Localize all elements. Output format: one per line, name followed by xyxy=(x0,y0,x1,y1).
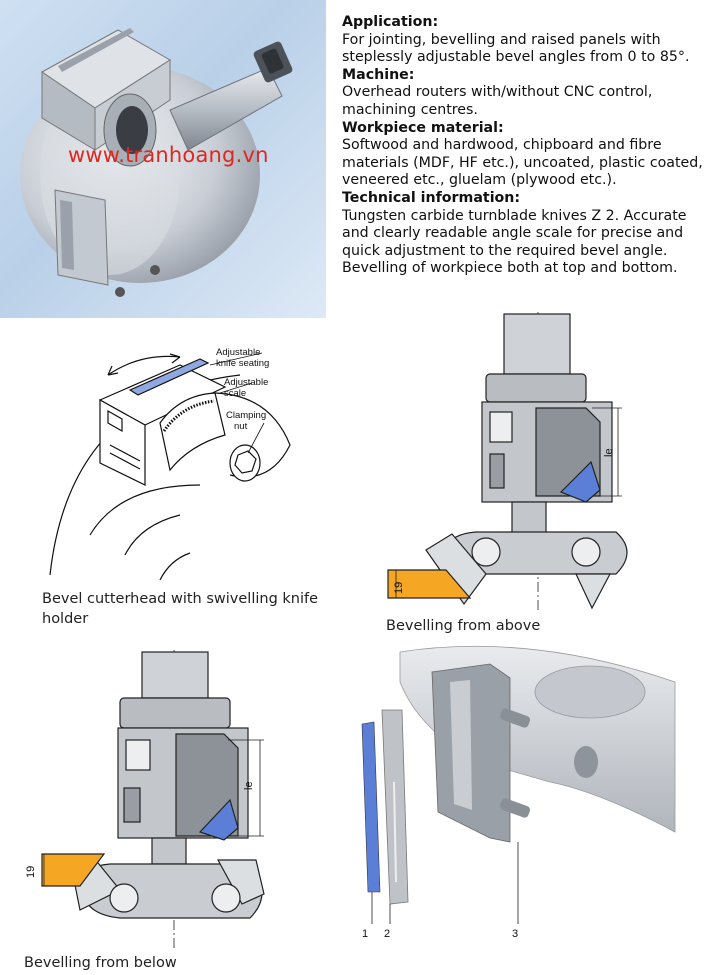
part-label-1: 1 xyxy=(362,928,368,940)
cutterhead-photo: www.tranhoang.vn xyxy=(0,0,326,318)
caption-bevelling-above: Bevelling from above xyxy=(386,618,541,634)
label-nut-1: Clamping xyxy=(226,410,266,421)
machine-text: Overhead routers with/without CNC contro… xyxy=(342,84,653,118)
dim-19-above: 19 xyxy=(393,582,405,594)
label-scale-1: Adjustable xyxy=(224,377,268,388)
label-nut-2: nut xyxy=(234,421,248,432)
bevelling-above-diagram: le 19 xyxy=(387,312,628,612)
dim-19-below: 19 xyxy=(25,866,37,878)
specification-text: Application: For jointing, bevelling and… xyxy=(342,14,708,278)
part-label-2: 2 xyxy=(384,928,390,940)
caption-swivel-holder: Bevel cutterhead with swivelling knife h… xyxy=(42,591,319,627)
application-heading: Application: xyxy=(342,14,439,30)
cutterhead-photo-drawing xyxy=(20,28,293,297)
label-scale-2: scale xyxy=(224,388,246,399)
workpiece-heading: Workpiece material: xyxy=(342,119,504,136)
swivel-holder-diagram: Adjustable knife seating Adjustable scal… xyxy=(49,347,291,581)
dim-le-below: le xyxy=(243,781,255,790)
part-label-3: 3 xyxy=(512,928,518,940)
caption-bevelling-below: Bevelling from below xyxy=(24,955,177,971)
bevelling-below-diagram: le 19 xyxy=(25,650,265,950)
technical-heading: Technical information: xyxy=(342,189,521,206)
exploded-parts-diagram: 1 2 3 xyxy=(361,645,676,940)
machine-heading: Machine: xyxy=(342,66,415,83)
label-knife-seating-1: Adjustable xyxy=(216,347,260,358)
workpiece-text: Softwood and hardwood, chipboard and fib… xyxy=(342,137,703,189)
watermark-text: www.tranhoang.vn xyxy=(68,143,269,167)
application-text: For jointing, bevelling and raised panel… xyxy=(342,31,690,66)
label-knife-seating-2: knife seating xyxy=(216,358,269,369)
dim-le-above: le xyxy=(603,448,615,457)
technical-text: Tungsten carbide turnblade knives Z 2. A… xyxy=(342,207,687,277)
